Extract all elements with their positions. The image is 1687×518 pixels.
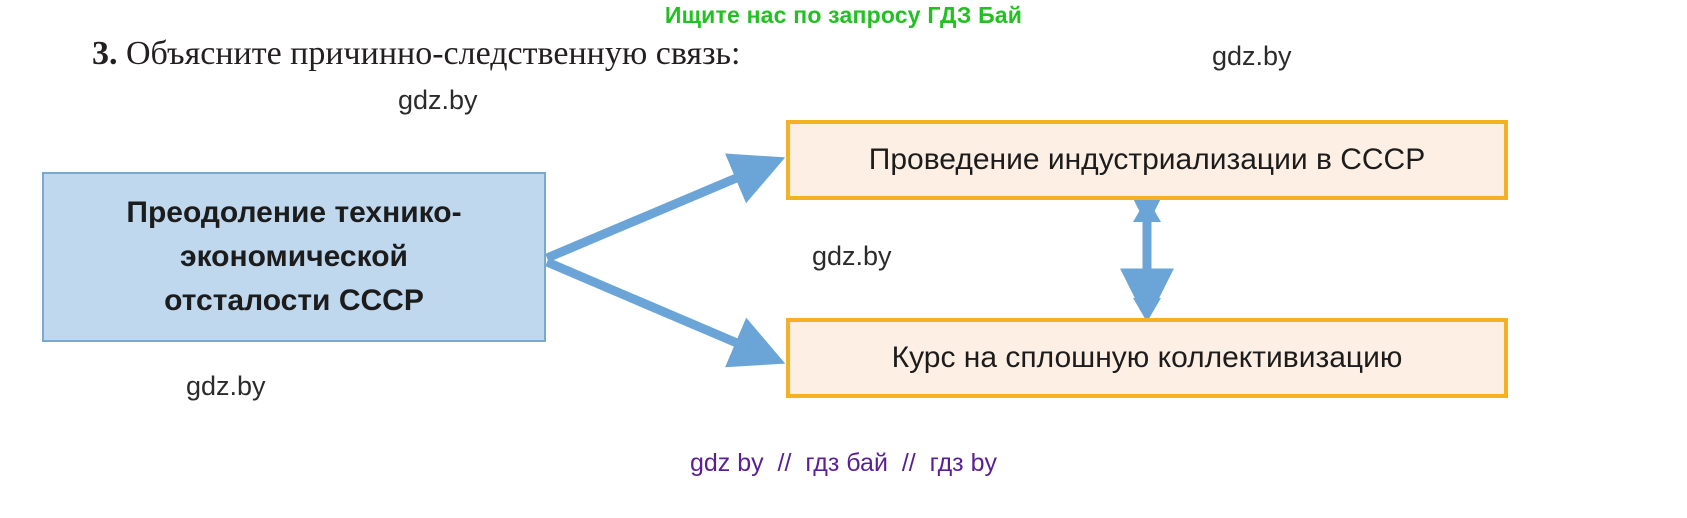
watermark-gdz-top-right: gdz.by: [1212, 41, 1292, 71]
promo-banner-text: Ищите нас по запросу ГДЗ Бай: [664, 2, 1023, 28]
page-title: 3. Объясните причинно-следственную связь…: [92, 32, 740, 76]
node-cause-box[interactable]: Преодоление технико- экономической отста…: [42, 172, 546, 342]
node-cause-label: Преодоление технико- экономической отста…: [126, 196, 462, 317]
watermark-gdz-bottom-left: gdz.by: [186, 371, 266, 401]
node-industrialization-label: Проведение индустриализации в СССР: [868, 143, 1426, 176]
arrow-between-effects: [1120, 172, 1174, 323]
node-collectivization-box[interactable]: Курс на сплошную коллективизацию: [786, 318, 1508, 398]
task-title-text: Объясните причинно-следственную связь:: [126, 35, 741, 72]
arrow-cause-to-industrialization: [545, 153, 786, 263]
node-industrialization-box[interactable]: Проведение индустриализации в СССР: [786, 120, 1508, 200]
node-collectivization-label: Курс на сплошную коллективизацию: [891, 341, 1403, 374]
arrow-cause-to-collectivization: [545, 257, 786, 368]
task-number: 3.: [92, 35, 118, 72]
watermark-gdz-center: gdz.by: [812, 241, 892, 271]
watermark-gdz-top-left: gdz.by: [398, 85, 478, 115]
footer-watermark: gdz by // гдз бай // гдз by: [689, 449, 997, 477]
